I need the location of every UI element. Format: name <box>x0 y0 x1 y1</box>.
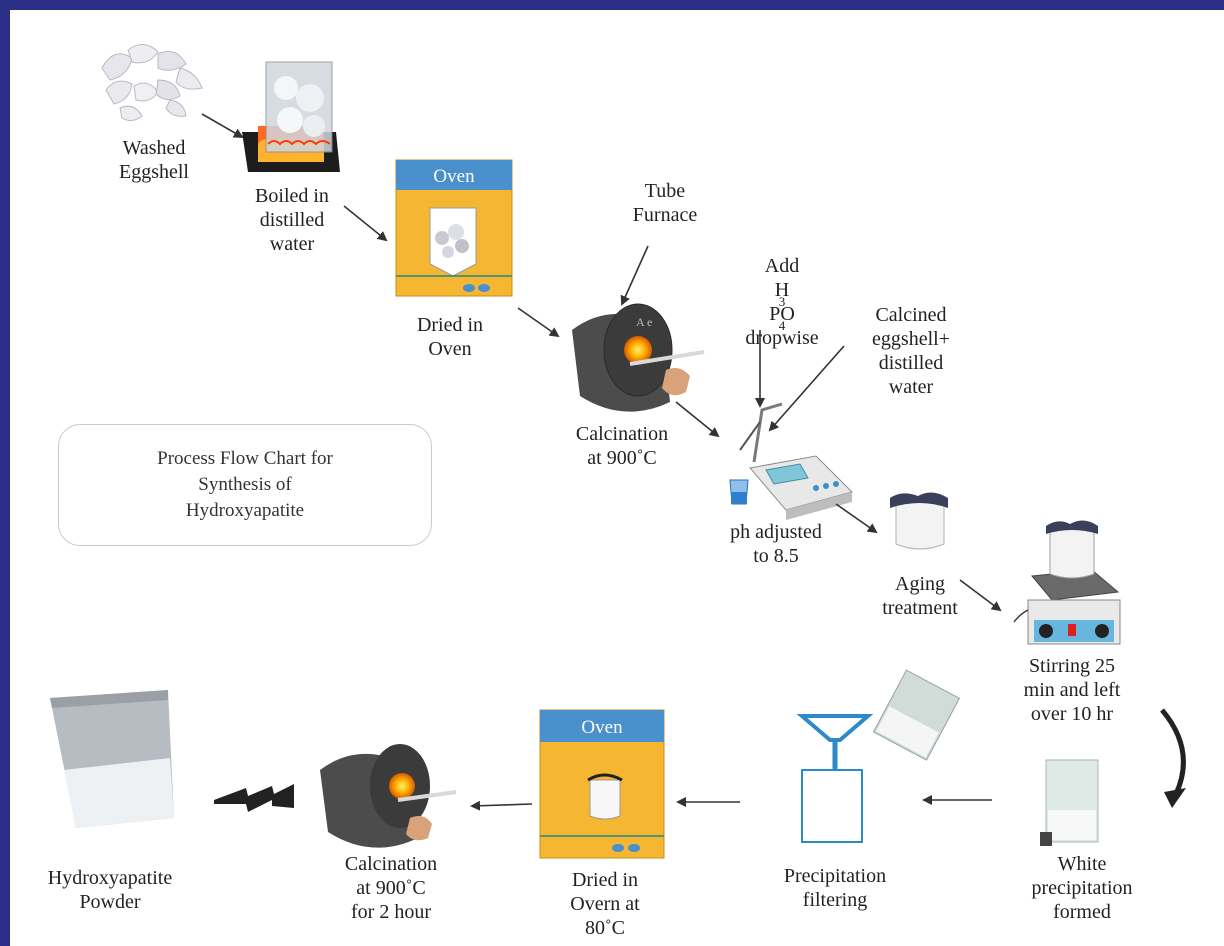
flow-arrow <box>343 205 388 242</box>
eggshell-icon <box>101 44 203 122</box>
boiling-beaker-icon <box>242 61 340 172</box>
flow-arrow <box>768 345 845 432</box>
pouring-beaker-icon <box>872 669 961 761</box>
curved-arrow-head <box>1164 788 1186 808</box>
curved-arrow <box>1160 708 1186 796</box>
title-line-3: Hydroxyapatite <box>185 500 305 521</box>
chart-title-box: Process Flow Chart for Synthesis of Hydr… <box>58 424 432 546</box>
ph-meter-icon <box>729 402 853 520</box>
flow-arrow <box>959 579 1002 612</box>
oven-2-label: Oven <box>581 717 623 738</box>
powder-bag-icon <box>50 690 174 828</box>
flow-arrow <box>470 800 533 811</box>
filter-funnel-icon <box>796 714 874 843</box>
oven-2-icon: Oven <box>539 709 665 859</box>
aging-beaker-icon <box>890 492 948 550</box>
process-flow-diagram: Oven A e <box>50 44 1186 859</box>
flow-arrow <box>201 113 244 138</box>
precipitate-beaker-icon <box>1040 759 1099 846</box>
flow-arrow <box>517 307 560 338</box>
svg-text:A e: A e <box>636 315 652 329</box>
flow-arrow <box>835 503 878 534</box>
zigzag-arrow <box>214 784 294 812</box>
tube-furnace-2-icon <box>320 744 457 848</box>
title-line-1: Process Flow Chart for <box>157 448 333 469</box>
flow-arrow <box>675 401 720 438</box>
tube-furnace-icon: A e <box>572 303 705 412</box>
oven-icon: Oven <box>395 159 513 297</box>
title-line-2: Synthesis of <box>198 474 292 495</box>
magnetic-stirrer-icon <box>1013 520 1121 645</box>
diagram-panel: Oven A e <box>10 10 1224 946</box>
oven-label: Oven <box>433 166 475 187</box>
flow-arrow <box>620 245 649 306</box>
